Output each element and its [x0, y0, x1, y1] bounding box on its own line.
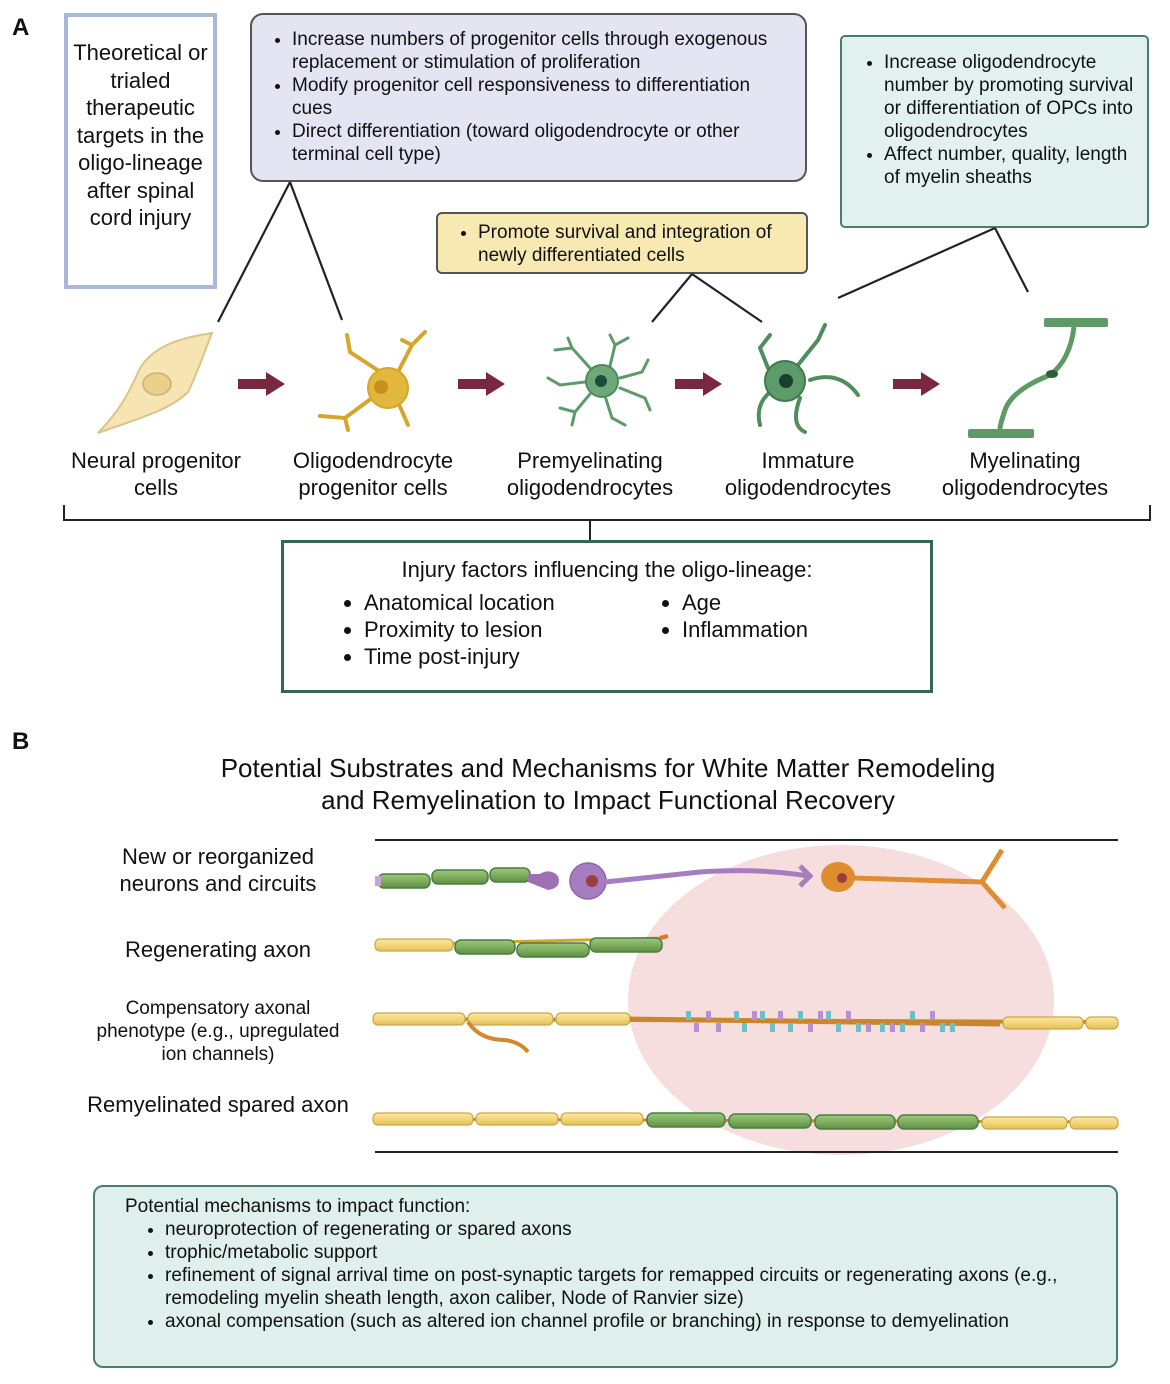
stage-label-opc: Oligodendrocyte progenitor cells [292, 448, 454, 500]
mechanism-item: trophic/metabolic support [165, 1241, 1106, 1264]
injury-factors-box: Injury factors influencing the oligo-lin… [281, 540, 933, 693]
lineage-arrows [238, 372, 940, 396]
immature-oligodendrocyte-icon [756, 323, 860, 434]
premyelinating-cell-icon [546, 333, 652, 427]
regenerating-axon-icon [374, 934, 669, 958]
strategy-item: Increase numbers of progenitor cells thr… [292, 28, 795, 74]
lineage-bracket [63, 505, 1151, 540]
connector-line [837, 226, 996, 300]
lineage-arrow [458, 372, 505, 396]
mechanism-item: refinement of signal arrival time on pos… [165, 1264, 1106, 1310]
myelination-strategy-box: Increase oligodendrocyte number by promo… [840, 35, 1149, 228]
stage-label-immature: Immature oligodendrocytes [724, 448, 892, 500]
stage-label-premyelinating: Premyelinating oligodendrocytes [506, 448, 674, 500]
connector-lines [217, 181, 1029, 323]
theory-box-text: Theoretical or trialed therapeutic targe… [73, 40, 208, 230]
myelin-item: Affect number, quality, length of myelin… [884, 143, 1139, 189]
row-label-regenerating-axon: Regenerating axon [125, 937, 311, 962]
strategy-item: Direct differentiation (toward oligodend… [292, 120, 795, 166]
new-circuit-icon [375, 848, 1007, 910]
lineage-arrow [893, 372, 940, 396]
mechanism-item: neuroprotection of regenerating or spare… [165, 1218, 1106, 1241]
mechanism-item: axonal compensation (such as altered ion… [165, 1310, 1106, 1333]
survival-item: Promote survival and integration of newl… [478, 221, 798, 267]
row-label-compensatory-axon: Compensatory axonal phenotype (e.g., upr… [96, 998, 340, 1065]
myelinating-oligodendrocyte-icon [968, 318, 1108, 438]
connector-line [651, 273, 693, 323]
remyelinated-axon-icon [372, 1112, 1119, 1130]
panel-a-letter: A [12, 14, 30, 41]
panel-b-title-line1: Potential Substrates and Mechanisms for … [220, 753, 996, 783]
injury-factor: Inflammation [682, 616, 808, 643]
connector-line [994, 227, 1029, 293]
injury-factor: Proximity to lesion [364, 616, 650, 643]
injury-factors-title: Injury factors influencing the oligo-lin… [401, 557, 813, 582]
myelin-item: Increase oligodendrocyte number by promo… [884, 51, 1139, 143]
connector-line [691, 273, 763, 323]
mechanisms-title: Potential mechanisms to impact function: [125, 1196, 471, 1217]
injury-factor: Age [682, 589, 808, 616]
row-label-remyelinated-axon: Remyelinated spared axon [87, 1092, 349, 1117]
injury-factor: Time post-injury [364, 643, 650, 670]
lineage-arrow [238, 372, 285, 396]
opc-cell-icon [318, 330, 427, 432]
stage-label-neural-progenitor: Neural progenitor cells [71, 448, 241, 500]
lesion-area [628, 845, 1054, 1155]
lineage-arrow [675, 372, 722, 396]
survival-strategy-box: Promote survival and integration of newl… [436, 212, 808, 274]
strategy-item: Modify progenitor cell responsiveness to… [292, 74, 795, 120]
connector-line [217, 181, 291, 323]
theory-box: Theoretical or trialed therapeutic targe… [64, 13, 217, 289]
progenitor-strategy-box: Increase numbers of progenitor cells thr… [250, 13, 807, 182]
injury-factors-list-2: Age Inflammation [650, 589, 808, 670]
injury-factor: Anatomical location [364, 589, 650, 616]
lineage-diagram [63, 181, 1151, 540]
neural-progenitor-cell-icon [97, 331, 214, 434]
connector-line [288, 181, 344, 321]
panel-b-letter: B [12, 728, 30, 755]
axon-substrates-diagram [372, 839, 1119, 1155]
panel-b-title: Potential Substrates and Mechanisms for … [0, 752, 1170, 816]
mechanisms-box: Potential mechanisms to impact function:… [93, 1185, 1118, 1368]
panel-b-title-line2: and Remyelination to Impact Functional R… [321, 785, 895, 815]
compensatory-axon-icon [372, 1011, 1119, 1054]
injury-factors-list-1: Anatomical location Proximity to lesion … [332, 589, 650, 670]
stage-label-myelinating: Myelinating oligodendrocytes [941, 448, 1109, 500]
ion-channel-cluster [686, 1011, 955, 1032]
row-label-new-circuits: New or reorganized neurons and circuits [119, 844, 317, 896]
